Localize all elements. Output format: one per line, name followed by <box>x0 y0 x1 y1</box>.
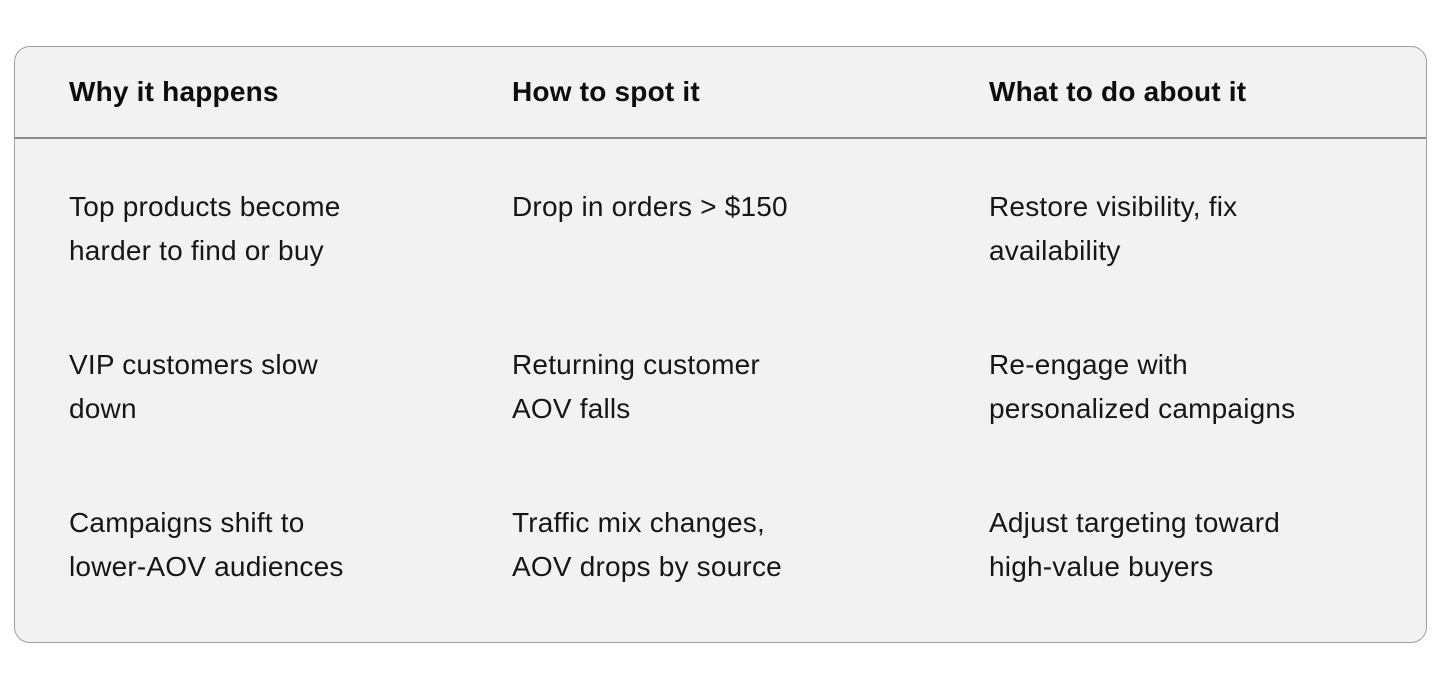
table-row: VIP customers slow down Returning custom… <box>69 343 1396 431</box>
cell-why-row-3: Campaigns shift to lower-AOV audiences <box>69 507 344 582</box>
column-header-what-to-do-about-it: What to do about it <box>989 76 1247 107</box>
cell-spot-row-3: Traffic mix changes, AOV drops by source <box>512 507 782 582</box>
table-header-row: Why it happens How to spot it What to do… <box>15 47 1426 139</box>
table-row: Top products become harder to find or bu… <box>69 185 1396 273</box>
column-header-how-to-spot-it: How to spot it <box>512 76 700 107</box>
cell-action-row-1: Restore visibility, fix availability <box>989 191 1238 266</box>
comparison-table-card: Why it happens How to spot it What to do… <box>14 46 1427 643</box>
cell-why-row-1: Top products become harder to find or bu… <box>69 191 341 266</box>
table-body: Top products become harder to find or bu… <box>15 139 1426 639</box>
cell-action-row-2: Re-engage with personalized campaigns <box>989 349 1296 424</box>
column-header-why-it-happens: Why it happens <box>69 76 279 107</box>
cell-spot-row-2: Returning customer AOV falls <box>512 349 760 424</box>
cell-spot-row-1: Drop in orders > $150 <box>512 191 788 222</box>
cell-action-row-3: Adjust targeting toward high-value buyer… <box>989 507 1280 582</box>
table-row: Campaigns shift to lower-AOV audiences T… <box>69 501 1396 589</box>
cell-why-row-2: VIP customers slow down <box>69 349 318 424</box>
